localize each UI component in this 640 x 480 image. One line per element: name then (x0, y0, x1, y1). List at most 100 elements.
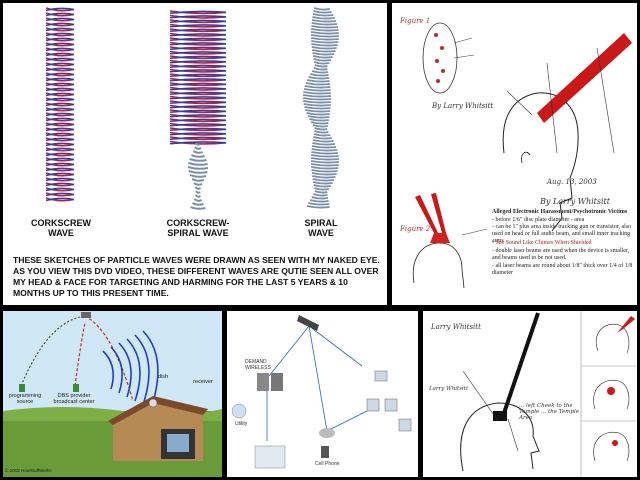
coil-turn (169, 91, 227, 96)
coil-turn (311, 22, 338, 26)
coil-turn (312, 16, 335, 20)
satellite-icon (297, 315, 319, 331)
coil-turn (193, 198, 203, 202)
signature-1: By Larry Whitsitt (432, 102, 494, 110)
dish-label: dish (157, 374, 169, 380)
note-1: - before 1/6" disc plate diameter - area (492, 217, 585, 223)
coil-turn (312, 178, 335, 182)
coil-turn (45, 82, 75, 87)
coil-turn (195, 142, 201, 146)
coil-turn (45, 122, 75, 127)
coil-turn (303, 100, 332, 104)
coil-turn (192, 150, 204, 154)
coil-turn (45, 22, 75, 27)
coil-turn (311, 70, 329, 74)
coil-turn (45, 152, 75, 157)
coil-turn (309, 118, 329, 122)
cell-phone-label: Cell Phone (315, 461, 340, 467)
coil-turn (312, 55, 333, 59)
coil-turn (313, 133, 331, 137)
coil-turn (188, 170, 208, 174)
coil-turn (190, 206, 206, 210)
coil-turn (313, 184, 331, 188)
coil-turn (312, 181, 333, 185)
spiral-wave (302, 7, 340, 209)
coil-turn (45, 127, 75, 132)
coil-turn (304, 106, 331, 110)
coil-turn (45, 57, 75, 62)
coil-turn (45, 67, 75, 72)
coil-turn (188, 162, 208, 166)
coil-turn (303, 103, 331, 107)
coil-turn (45, 157, 75, 162)
coil-turn (45, 32, 75, 37)
coil-turn (169, 37, 227, 42)
coil-turn (169, 136, 227, 141)
head-sketch-2-panel: Larry Whitsitt Larry Whitsitt ... left C… (423, 311, 637, 477)
coil-turn (312, 13, 334, 17)
coil-turn (302, 94, 332, 98)
coil-turn (45, 27, 75, 32)
coil-turn (169, 105, 227, 109)
coil-turn (45, 117, 75, 122)
coil-turn (169, 33, 227, 37)
coil-turn (189, 174, 207, 178)
coil-turn (45, 197, 75, 202)
coil-turn (191, 178, 205, 182)
coil-turn (311, 172, 337, 176)
coil-turn (314, 187, 330, 191)
coil-turn (310, 28, 339, 32)
head-target-mark (493, 411, 507, 421)
signature-2: By Larry Whitsitt (540, 197, 610, 206)
coil-turn (311, 166, 339, 170)
coil-turn (45, 177, 75, 182)
coil-turn (305, 109, 331, 113)
coil-turn (308, 202, 330, 206)
coil-turn (312, 142, 336, 146)
coil-turn (45, 137, 75, 142)
coil-turn (169, 132, 227, 136)
coil-turn (311, 148, 338, 152)
figure-1-label: Figure 1 (400, 17, 431, 25)
coil-turn (310, 31, 340, 35)
coil-turn (194, 146, 202, 150)
coil-turn (313, 67, 328, 71)
waves-caption: THESE SKETCHES OF PARTICLE WAVES WERE DR… (13, 255, 380, 298)
coil-turn (314, 127, 328, 131)
cell-tower-icon (319, 428, 335, 438)
coil-turn (313, 58, 332, 62)
coil-turn (45, 37, 75, 42)
coil-turn (169, 19, 227, 24)
coil-turn (45, 192, 75, 197)
coil-turn (45, 62, 75, 67)
coil-turn (310, 34, 340, 38)
coil-turn (311, 49, 336, 53)
coil-turn (311, 46, 337, 50)
coil-turn (169, 100, 227, 105)
coil-turn (194, 194, 202, 198)
coil-turn (312, 124, 328, 128)
coil-turn (310, 163, 339, 167)
coil-turn (313, 136, 333, 140)
coil-turn (45, 12, 75, 17)
note-6: - all laser beams are round about 1/8" t… (492, 263, 633, 276)
coil-turn (312, 139, 334, 143)
coil-turn (311, 40, 339, 44)
coil-turn (313, 61, 330, 65)
coil-turn (169, 82, 227, 87)
coil-turn (169, 64, 227, 69)
coil-turn (190, 154, 205, 158)
coil-turn (310, 157, 340, 161)
network-diagram-panel: DEMAND WIRELESS Utility Cell Phone (227, 311, 418, 477)
coil-turn (311, 151, 339, 155)
coil-turn (169, 42, 227, 46)
coil-turn (169, 10, 227, 15)
note-2: - can be 1" plus area inside tracking gu… (492, 224, 632, 230)
spiral-wave-label: SPIRAL WAVE (304, 218, 338, 238)
coil-turn (189, 158, 207, 162)
coil-turn (308, 76, 330, 80)
coil-turn (45, 52, 75, 57)
signal-waves (102, 330, 159, 410)
coil-turn (313, 193, 328, 197)
coil-turn (313, 10, 332, 14)
